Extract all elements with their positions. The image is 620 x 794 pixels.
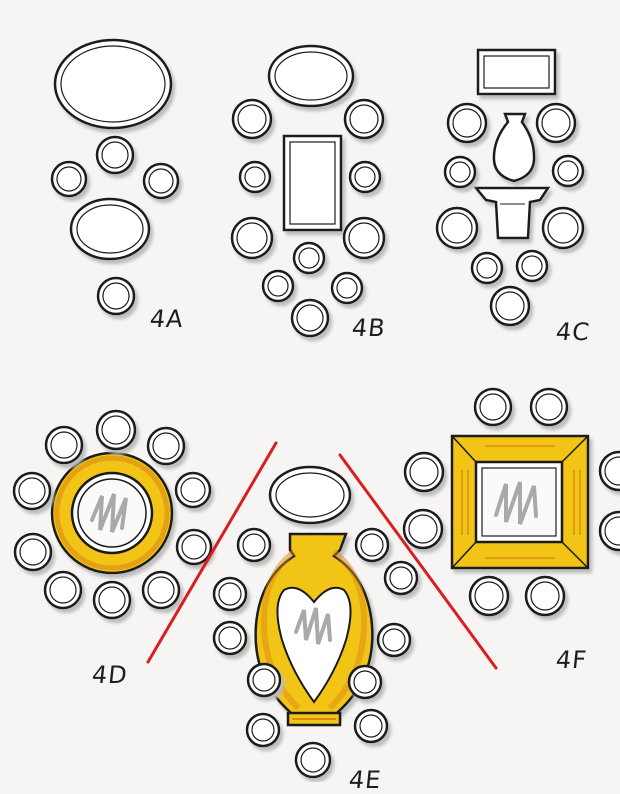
round-mirror — [598, 510, 620, 552]
round-mirror — [146, 426, 186, 466]
round-mirror — [473, 387, 513, 427]
round-mirror — [342, 216, 386, 260]
label-4f: 4F — [554, 646, 589, 674]
round-mirror — [231, 98, 273, 140]
oval-mirror — [53, 38, 173, 130]
round-mirror — [376, 622, 412, 658]
round-mirror — [292, 241, 326, 275]
round-mirror — [489, 285, 531, 327]
oval-mirror — [69, 197, 151, 261]
layout-4c — [473, 48, 557, 240]
layout-4e — [254, 465, 374, 727]
label-4c: 4C — [554, 318, 592, 346]
rect-mirror — [476, 48, 557, 96]
round-mirror — [95, 409, 137, 451]
round-mirror — [348, 160, 382, 194]
vase — [492, 112, 536, 183]
round-mirror — [44, 425, 84, 465]
round-mirror — [212, 576, 248, 612]
console-shelf — [473, 186, 551, 240]
round-mirror — [50, 160, 88, 198]
round-mirror — [470, 251, 504, 285]
round-mirror — [12, 471, 52, 511]
round-mirror — [383, 560, 419, 596]
layout-4d — [50, 451, 174, 575]
round-mirror — [236, 527, 272, 563]
round-mirror — [330, 271, 364, 305]
round-mirrors — [12, 98, 620, 779]
round-mirror — [435, 206, 479, 250]
round-mirror — [529, 387, 569, 427]
round-mirror — [403, 451, 445, 493]
oval-mirror — [267, 44, 355, 108]
round-mirror — [95, 135, 135, 175]
divider-left — [146, 441, 278, 664]
round-mirror — [468, 575, 510, 617]
round-mirror — [245, 712, 281, 748]
layout-4f — [450, 434, 590, 570]
round-mirror — [92, 580, 132, 620]
round-mirror — [524, 575, 566, 617]
round-mirror — [261, 269, 295, 303]
round-mirror — [238, 160, 272, 194]
round-mirror — [96, 276, 136, 316]
round-mirror — [175, 528, 213, 566]
label-4a: 4A — [148, 305, 186, 333]
round-mirror — [515, 249, 549, 283]
label-4d: 4D — [90, 661, 130, 689]
round-mirror — [354, 527, 390, 563]
round-mirror — [443, 155, 477, 189]
round-mirror — [551, 154, 585, 188]
round-mirror — [294, 741, 332, 779]
label-4e: 4E — [347, 766, 383, 794]
round-mirror — [347, 664, 383, 700]
round-mirror — [230, 216, 274, 260]
round-mirror — [142, 162, 180, 200]
round-mirror — [212, 620, 248, 656]
round-mirror — [598, 450, 620, 492]
label-4b: 4B — [350, 314, 388, 342]
red-divider-lines — [146, 441, 498, 670]
round-mirror — [43, 570, 83, 610]
round-mirror — [353, 708, 389, 744]
round-mirror — [402, 508, 444, 550]
round-mirror — [343, 98, 385, 140]
round-mirror — [141, 570, 181, 610]
round-mirror — [246, 662, 282, 698]
round-mirror — [535, 102, 577, 144]
layout-4b — [267, 44, 355, 232]
round-mirror — [446, 102, 488, 144]
round-mirror — [13, 532, 53, 572]
oval-mirror — [268, 465, 352, 525]
layout-4a — [53, 38, 173, 261]
rect-mirror — [282, 134, 343, 232]
round-mirror — [174, 471, 212, 509]
divider-right — [338, 453, 498, 670]
round-mirror — [290, 298, 330, 338]
round-mirror — [541, 206, 585, 250]
